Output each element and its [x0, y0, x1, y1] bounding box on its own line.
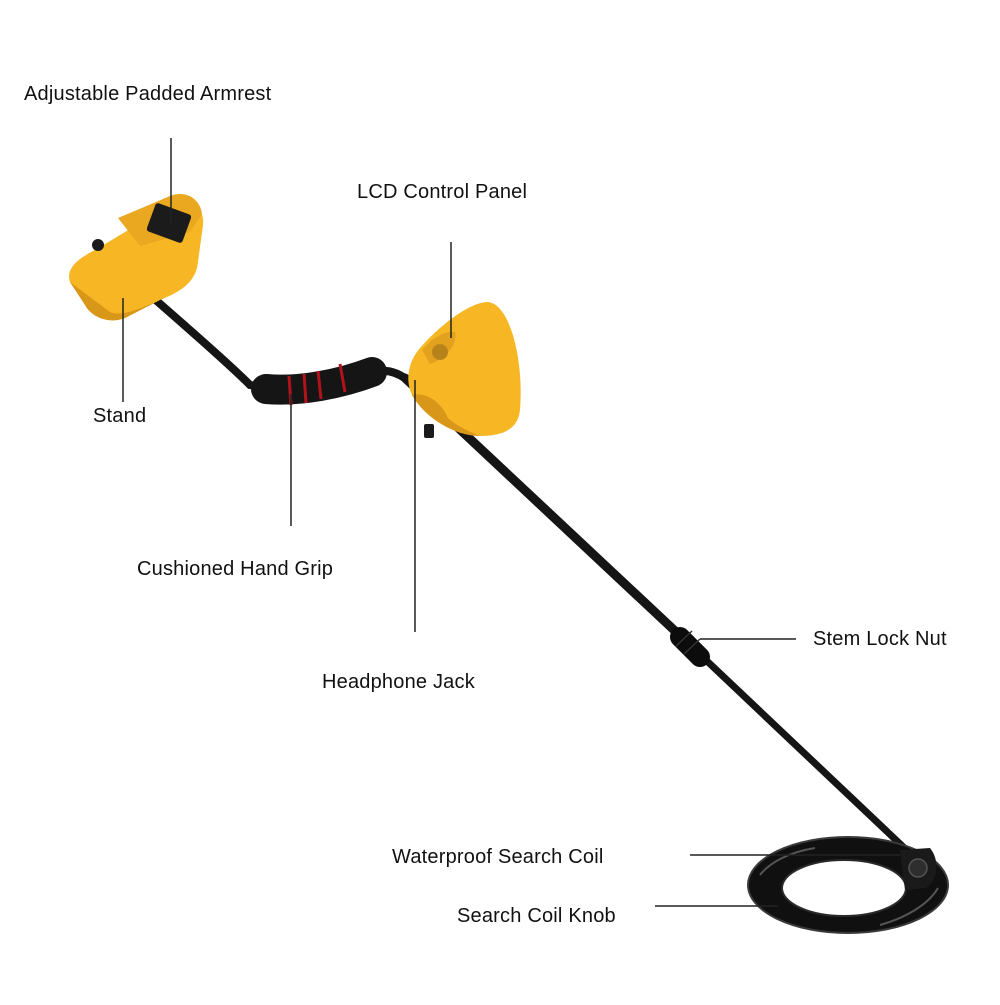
label-hand-grip: Cushioned Hand Grip: [137, 558, 334, 580]
label-stem-lock-nut: Stem Lock Nut: [813, 628, 947, 650]
label-armrest: Adjustable Padded Armrest: [24, 83, 272, 105]
armrest: [69, 194, 204, 321]
headphone-jack: [424, 424, 434, 438]
search-coil-knob: [900, 848, 937, 890]
leader-lines: [122, 138, 900, 907]
upper-shaft: [146, 291, 272, 392]
control-box: [408, 302, 521, 436]
label-headphone-jack: Headphone Jack: [322, 671, 475, 693]
stem-lock-nut: [670, 627, 710, 667]
label-lcd-panel: LCD Control Panel: [357, 181, 528, 203]
lower-shaft-extension: [686, 641, 919, 862]
label-coil-knob: Search Coil Knob: [457, 905, 616, 927]
label-search-coil: Waterproof Search Coil: [392, 846, 604, 868]
label-stand: Stand: [93, 405, 147, 427]
search-coil: [747, 836, 949, 934]
hand-grip: [251, 357, 387, 406]
